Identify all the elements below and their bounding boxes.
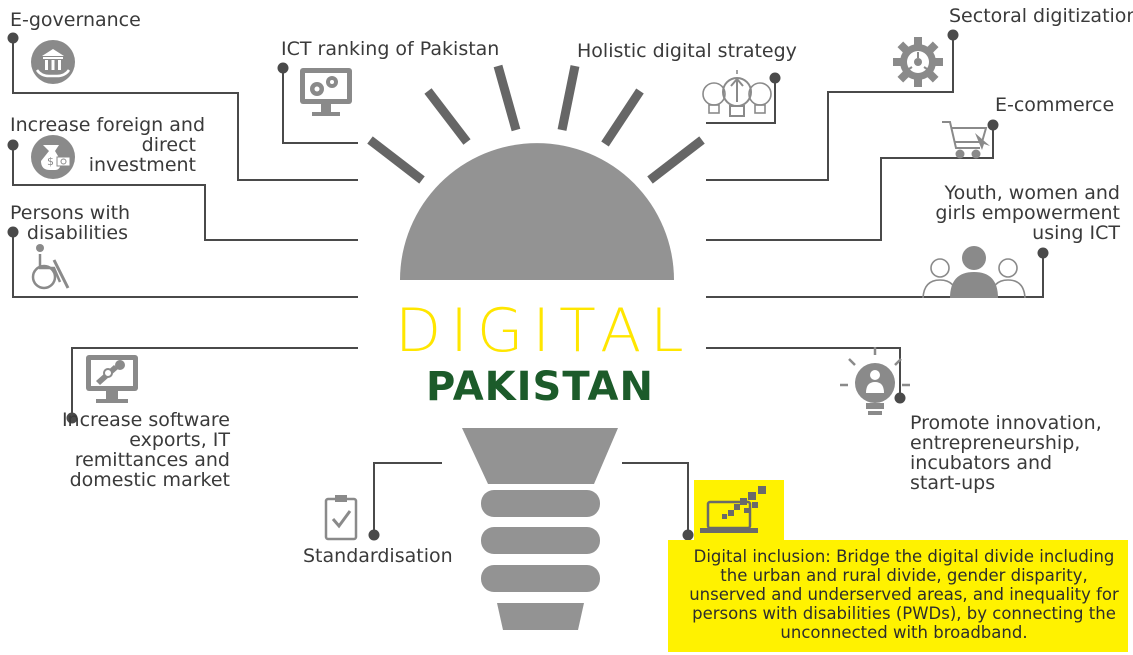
label-disabilities: Persons with disabilities bbox=[10, 202, 131, 244]
base-ring bbox=[481, 490, 600, 517]
dot bbox=[1037, 247, 1049, 259]
label-line: disabilities bbox=[26, 222, 128, 244]
label-egovernance: E-governance bbox=[10, 9, 141, 31]
clipboard-check-icon bbox=[324, 495, 358, 541]
connector-sectoral bbox=[706, 35, 954, 181]
inclusion-highlight-box bbox=[668, 540, 1128, 652]
inclusion-text: Digital inclusion: Bridge the digital di… bbox=[689, 547, 1119, 642]
ray bbox=[601, 88, 644, 147]
connector-software bbox=[71, 347, 358, 418]
laptop-pixels-icon bbox=[700, 486, 766, 533]
bulb-base bbox=[481, 490, 600, 630]
base-tip bbox=[497, 603, 584, 630]
idea-bulb-person-icon bbox=[840, 347, 910, 415]
dot bbox=[368, 529, 380, 541]
lightbulbs-arrow-icon bbox=[702, 70, 772, 117]
dot bbox=[7, 226, 19, 238]
connector-inclusion bbox=[622, 462, 689, 535]
dot bbox=[277, 62, 289, 74]
connector-innovation bbox=[706, 347, 901, 398]
ray bbox=[557, 65, 580, 131]
label-line: investment bbox=[88, 154, 196, 176]
base-ring bbox=[481, 565, 600, 592]
connector-dots bbox=[7, 29, 1049, 541]
dot bbox=[7, 32, 19, 44]
label-standardisation: Standardisation bbox=[303, 545, 453, 567]
label-sectoral: Sectoral digitization bbox=[949, 5, 1133, 27]
people-group-icon bbox=[922, 246, 1026, 299]
connector-egovernance bbox=[12, 38, 358, 181]
gear-circuit-icon bbox=[893, 37, 943, 87]
label-holistic: Holistic digital strategy bbox=[577, 40, 797, 62]
dot bbox=[894, 392, 906, 404]
svg-text:$: $ bbox=[47, 155, 54, 168]
bulb-dome bbox=[400, 143, 674, 280]
base-ring bbox=[481, 527, 600, 554]
dot bbox=[7, 139, 19, 151]
shopping-cart-icon bbox=[942, 121, 990, 159]
label-line: direct bbox=[141, 134, 196, 156]
connector-holistic bbox=[706, 78, 776, 124]
label-foreign-investment: Increase foreign and direct investment bbox=[10, 114, 206, 176]
connector-youth bbox=[706, 253, 1044, 298]
label-line: Increase software bbox=[61, 409, 230, 431]
label-line: girls empowerment bbox=[935, 202, 1120, 224]
label-line: Youth, women and bbox=[944, 182, 1120, 204]
label-ict-ranking: ICT ranking of Pakistan bbox=[281, 38, 500, 60]
label-innovation: Promote innovation, entrepreneurship, in… bbox=[910, 413, 1102, 493]
label-ecommerce: E-commerce bbox=[995, 94, 1115, 116]
ray bbox=[367, 136, 425, 184]
light-rays bbox=[367, 64, 705, 184]
dot bbox=[947, 29, 959, 41]
bulb-neck bbox=[462, 428, 618, 484]
dot bbox=[769, 72, 781, 84]
label-line: start-ups bbox=[910, 472, 996, 494]
label-line: exports, IT bbox=[129, 429, 230, 451]
connector-disabilities bbox=[12, 232, 358, 298]
title-pakistan: PAKISTAN bbox=[426, 364, 654, 410]
label-line: Persons with bbox=[10, 202, 131, 224]
connector-standardisation bbox=[373, 462, 442, 535]
connector-ecommerce bbox=[706, 125, 994, 241]
connector-foreign-investment bbox=[12, 145, 358, 241]
label-line: domestic market bbox=[69, 469, 230, 491]
ray bbox=[424, 88, 471, 145]
connector-lines bbox=[12, 35, 1044, 535]
label-software: Increase software exports, IT remittance… bbox=[60, 410, 230, 490]
monitor-gears-icon bbox=[300, 68, 352, 116]
money-bag-icon: $ bbox=[31, 135, 75, 179]
label-line: entrepreneurship, bbox=[910, 432, 1081, 454]
government-building-hands-icon bbox=[31, 40, 75, 84]
connector-ict-ranking bbox=[282, 68, 358, 144]
title-digital: DIGITAL bbox=[395, 296, 693, 366]
label-line: Increase foreign and bbox=[10, 114, 206, 136]
label-youth: Youth, women and girls empowerment using… bbox=[920, 183, 1120, 243]
dot bbox=[987, 119, 999, 131]
label-line: Promote innovation, bbox=[910, 412, 1102, 434]
dot bbox=[682, 529, 694, 541]
ray bbox=[493, 64, 521, 132]
ray bbox=[647, 136, 705, 184]
monitor-tools-icon bbox=[86, 355, 138, 403]
label-line: incubators and bbox=[910, 452, 1053, 474]
wheelchair-icon bbox=[31, 244, 70, 290]
dot bbox=[66, 412, 78, 424]
label-line: using ICT bbox=[1032, 222, 1120, 244]
label-line: remittances and bbox=[74, 449, 230, 471]
